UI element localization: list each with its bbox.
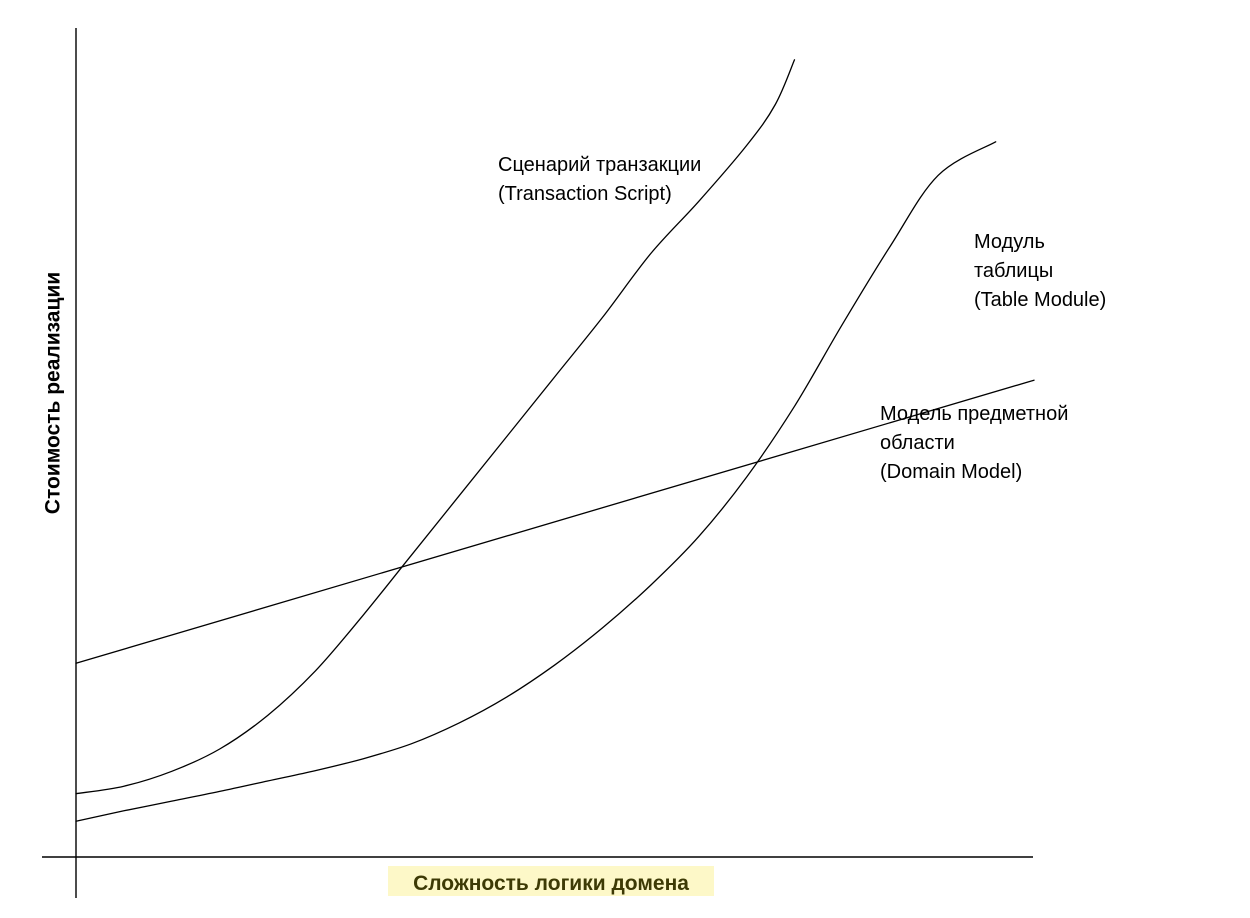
x-axis-title-highlight bbox=[388, 866, 714, 896]
series-label-line: (Table Module) bbox=[974, 289, 1106, 311]
series-label-line: (Transaction Script) bbox=[498, 183, 672, 205]
series-label-line: Модель предметной bbox=[880, 403, 1068, 425]
series-labels: Сценарий транзакции (Transaction Script) М… bbox=[498, 154, 1106, 483]
series-label-table-module: Модуль таблицы (Table Module) bbox=[974, 231, 1106, 311]
series-label-line: таблицы bbox=[974, 260, 1053, 282]
series-label-transaction-script: Сценарий транзакции (Transaction Script) bbox=[498, 154, 701, 205]
series-label-line: области bbox=[880, 432, 955, 454]
series-line-table-module bbox=[75, 141, 997, 822]
y-axis-title: Стоимость реализации bbox=[42, 272, 65, 514]
series-label-domain-model: Модель предметной области (Domain Model) bbox=[880, 403, 1068, 483]
series-line-domain-model bbox=[75, 379, 1035, 664]
series-line-transaction-script bbox=[75, 59, 796, 795]
x-axis-title: Сложность логики домена bbox=[413, 872, 689, 895]
series-label-line: Модуль bbox=[974, 231, 1045, 253]
series-label-line: (Domain Model) bbox=[880, 461, 1022, 483]
series-label-line: Сценарий транзакции bbox=[498, 154, 701, 176]
series-layer bbox=[75, 59, 1035, 822]
